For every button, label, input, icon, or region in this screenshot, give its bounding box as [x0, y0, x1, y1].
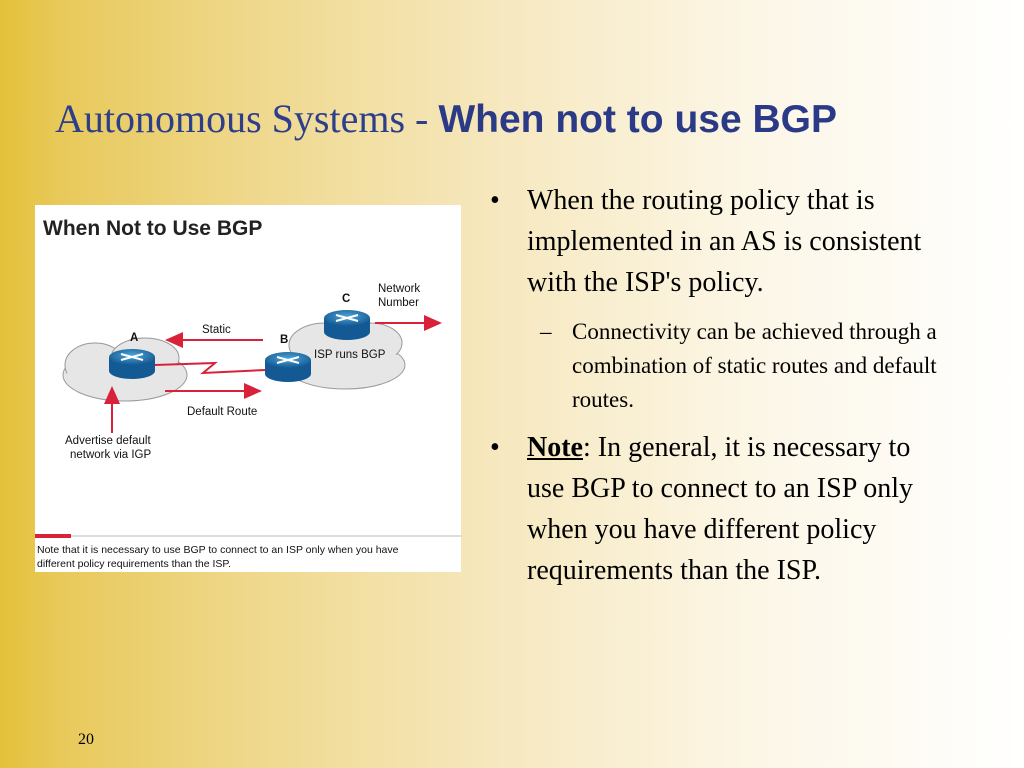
label-network-number-1: Network	[378, 283, 420, 295]
bullet-list: • When the routing policy that is implem…	[490, 180, 960, 591]
label-static: Static	[202, 324, 231, 336]
slide-title-regular: Autonomous Systems -	[55, 96, 439, 141]
label-a: A	[130, 332, 138, 344]
label-b: B	[280, 334, 288, 346]
bullet-routing-policy-text: When the routing policy that is implemen…	[527, 185, 922, 298]
label-isp-runs-bgp: ISP runs BGP	[314, 349, 386, 361]
sub-bullet-dash: –	[540, 319, 552, 344]
caption-line-2: different policy requirements than the I…	[37, 558, 231, 570]
bullet-note: • Note: In general, it is necessary to u…	[490, 427, 927, 591]
label-network-number-2: Number	[378, 297, 419, 309]
router-c-icon	[324, 310, 370, 340]
caption-line-1: Note that it is necessary to use BGP to …	[37, 544, 399, 556]
caption-bar	[35, 534, 71, 538]
label-c: C	[342, 293, 350, 305]
page-number: 20	[78, 731, 94, 748]
bullet-dot: •	[490, 432, 500, 463]
sub-bullet-connectivity: – Connectivity can be achieved through a…	[540, 315, 952, 417]
bgp-diagram: When Not to Use BGP	[35, 205, 461, 572]
serial-link	[154, 361, 266, 375]
label-advertise-2: network via IGP	[70, 449, 151, 461]
router-b-icon	[265, 352, 311, 382]
router-a-icon	[109, 349, 155, 379]
slide-title: Autonomous Systems - When not to use BGP	[55, 95, 1015, 142]
diagram-heading: When Not to Use BGP	[43, 217, 262, 240]
bullet-note-text: : In general, it is necessary to use BGP…	[527, 432, 914, 586]
bullet-routing-policy: • When the routing policy that is implem…	[490, 180, 927, 303]
note-label: Note	[527, 432, 583, 463]
label-default-route: Default Route	[187, 406, 257, 418]
label-advertise-1: Advertise default	[65, 435, 151, 447]
slide-title-bold: When not to use BGP	[438, 98, 838, 141]
sub-bullet-connectivity-text: Connectivity can be achieved through a c…	[572, 319, 937, 412]
bullet-dot: •	[490, 185, 500, 216]
